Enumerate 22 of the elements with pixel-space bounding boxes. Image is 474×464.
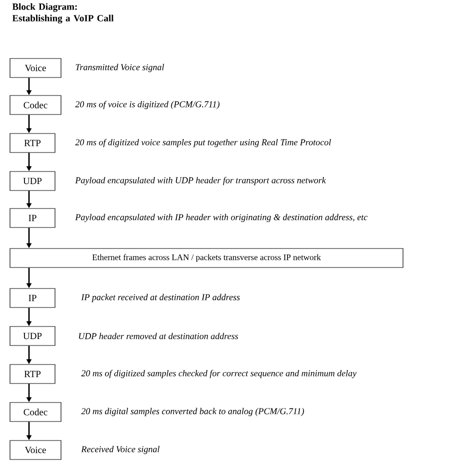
description-text: 20 ms digital samples converted back to analog (PCM/G.711) [81, 408, 304, 416]
process-box: IP [10, 288, 56, 308]
description-text: 20 ms of voice is digitized (PCM/G.711) [75, 100, 220, 110]
process-box: Voice [10, 58, 62, 78]
process-box: RTP [10, 133, 56, 153]
process-box: UDP [10, 326, 56, 346]
description-text: 20 ms of digitized voice samples put together using Real Time Protocol [75, 138, 331, 148]
description-text: IP packet received at destination IP address [81, 294, 240, 302]
process-box: Codec [10, 95, 62, 115]
process-box: IP [10, 208, 56, 228]
description-text: Payload encapsulated with IP header with originating & destination address, etc [75, 214, 368, 222]
description-text: UDP header removed at destination address [79, 332, 238, 340]
description-text: Received Voice signal [81, 446, 160, 454]
description-text: Transmitted Voice signal [76, 64, 164, 72]
process-box: UDP [10, 171, 56, 191]
description-text: 20 ms of digitized samples checked for correct sequence and minimum delay [81, 370, 357, 378]
process-box: RTP [10, 364, 56, 384]
process-box: Codec [10, 402, 62, 422]
process-box: Ethernet frames across LAN / packets transverse across IP network [10, 248, 404, 268]
description-text: Payload encapsulated with UDP header for transport across network [75, 176, 326, 186]
process-box: Voice [10, 440, 62, 460]
title: Block Diagram: Establishing a VoIP Call [12, 3, 114, 24]
